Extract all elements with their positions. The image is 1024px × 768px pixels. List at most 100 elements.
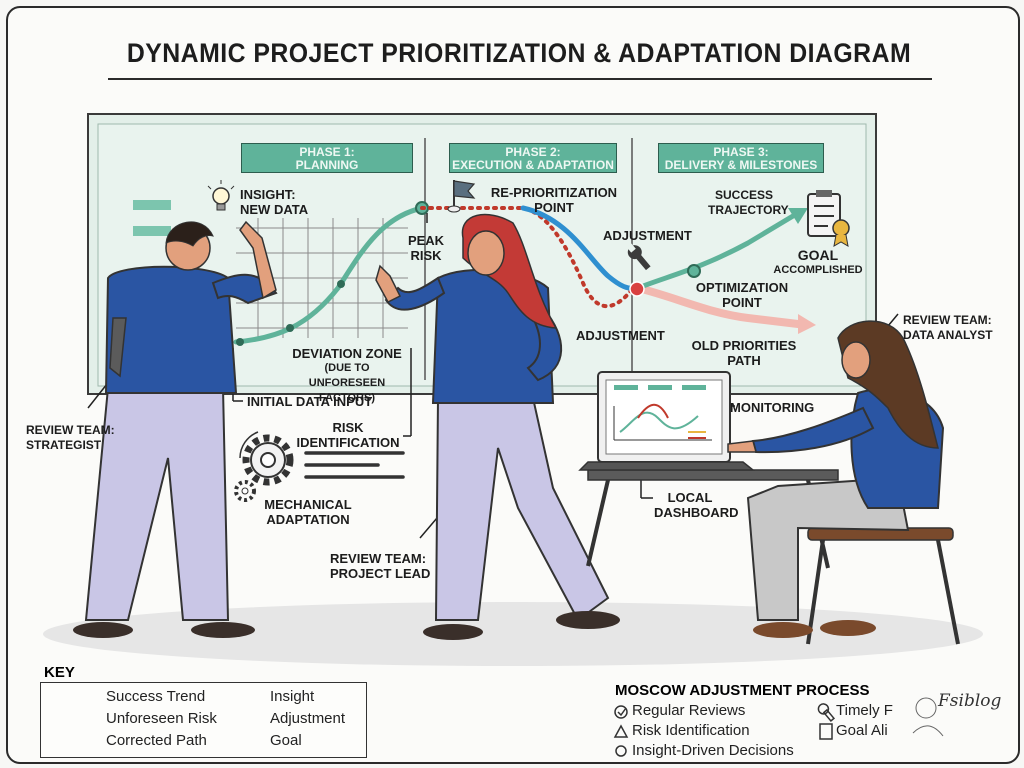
phase-3-header: PHASE 3: DELIVERY & MILESTONES <box>658 143 824 173</box>
moscow-wrench-icon <box>817 703 836 723</box>
mechanical-adaptation-label: MECHANICAL ADAPTATION <box>260 497 356 527</box>
reprioritization-line1: RE-PRIORITIZATION <box>490 185 618 200</box>
strategist-label-line2: STRATEGIST <box>26 438 102 452</box>
watermark-text: Fsiblog <box>938 691 1002 711</box>
insight-label-line1: INSIGHT: <box>240 187 296 202</box>
adjustment-bottom-label: ADJUSTMENT <box>576 328 665 343</box>
adjustment-top-label: ADJUSTMENT <box>603 228 692 243</box>
laptop <box>578 371 756 471</box>
data-analyst-figure <box>727 320 960 645</box>
wrench-icon <box>626 243 651 271</box>
success-trajectory-line2: TRAJECTORY <box>708 203 789 217</box>
mechanical-adaptation-line2: ADAPTATION <box>266 512 350 527</box>
peak-risk-line2: RISK <box>410 248 442 263</box>
mechanical-adaptation-line1: MECHANICAL <box>264 497 352 512</box>
phase-2-header: PHASE 2: EXECUTION & ADAPTATION <box>449 143 617 173</box>
title-underline <box>108 78 932 80</box>
optimization-point-label: OPTIMIZATION POINT <box>690 280 794 310</box>
moscow-insight-driven: Insight-Driven Decisions <box>632 742 794 759</box>
watermark-logo <box>912 697 944 737</box>
strategist-figure <box>73 220 278 638</box>
old-priorities-line2: PATH <box>727 353 761 368</box>
success-point <box>236 338 244 346</box>
key-unforeseen-risk: Unforeseen Risk <box>106 710 217 727</box>
key-legend-box <box>40 682 367 758</box>
phase-2-label: EXECUTION & ADAPTATION <box>452 158 614 172</box>
phase-2-number: PHASE 2: <box>505 145 561 159</box>
moscow-timely: Timely F <box>836 702 893 719</box>
data-analyst-line1: REVIEW TEAM: <box>903 313 992 327</box>
project-lead-label: REVIEW TEAM: PROJECT LEAD <box>330 551 430 581</box>
key-success-trend: Success Trend <box>106 688 206 705</box>
local-dashboard-line2: DASHBOARD <box>654 505 739 520</box>
text-lines-decoration <box>304 451 405 479</box>
key-insight: Insight <box>270 688 315 705</box>
goal-label-line1: GOAL <box>797 247 839 263</box>
gear-icon <box>239 431 294 486</box>
local-dashboard-label: LOCAL DASHBOARD <box>654 490 739 520</box>
optimization-line1: OPTIMIZATION <box>695 280 789 295</box>
moscow-title: MOSCOW ADJUSTMENT PROCESS <box>615 682 870 699</box>
peak-risk-line1: PEAK <box>407 233 445 248</box>
goal-label-line2: ACCOMPLISHED <box>773 264 863 276</box>
insight-label: INSIGHT: NEW DATA <box>240 187 308 217</box>
reprioritization-label: RE-PRIORITIZATION POINT <box>476 185 632 215</box>
phase-3-label: DELIVERY & MILESTONES <box>664 158 818 172</box>
board-accent-bar <box>133 200 171 210</box>
success-trend-line <box>233 205 425 345</box>
project-lead-line1: REVIEW TEAM: <box>330 551 427 566</box>
board-accent-bar <box>133 226 171 236</box>
strategist-label: REVIEW TEAM: STRATEGIST <box>26 423 115 453</box>
data-analyst-line2: DATA ANALYST <box>903 328 993 342</box>
strategist-label-line1: REVIEW TEAM: <box>26 423 115 437</box>
risk-identification-line2: IDENTIFICATION <box>296 435 400 450</box>
insight-label-line2: NEW DATA <box>240 202 309 217</box>
phase-1-header: PHASE 1: PLANNING <box>241 143 413 173</box>
old-priorities-arrow <box>798 314 816 334</box>
peak-risk-label: PEAK RISK <box>406 233 446 263</box>
moscow-triangle-icon <box>613 724 629 738</box>
moscow-goal-icon <box>819 723 833 740</box>
key-goal: Goal <box>270 732 302 749</box>
diagram-artwork <box>43 113 983 757</box>
old-priorities-label: OLD PRIORITIES PATH <box>684 338 804 368</box>
diagram-title: DYNAMIC PROJECT PRIORITIZATION & ADAPTAT… <box>126 38 912 68</box>
old-priorities-path <box>634 284 802 328</box>
phase-1-number: PHASE 1: <box>299 145 355 159</box>
reprioritization-line2: POINT <box>534 200 574 215</box>
key-adjustment: Adjustment <box>270 710 346 727</box>
moscow-risk-identification: Risk Identification <box>632 722 750 739</box>
success-trajectory-arrow <box>788 208 808 224</box>
old-priorities-line1: OLD PRIORITIES <box>691 338 797 353</box>
optimization-point <box>687 264 701 278</box>
lightbulb-icon <box>207 180 235 211</box>
moscow-goal-alignment: Goal Ali <box>836 722 888 739</box>
risk-identification-label: RISK IDENTIFICATION <box>294 420 402 450</box>
deviation-zone-line2: (DUE TO UNFORESEEN <box>308 362 386 389</box>
clipboard-goal-icon <box>807 190 850 247</box>
small-gear-icon <box>234 480 256 502</box>
moscow-regular-reviews: Regular Reviews <box>632 702 746 719</box>
project-lead-figure <box>375 213 620 640</box>
adjustment-point <box>629 281 645 297</box>
success-point <box>286 324 294 332</box>
moscow-lightbulb-icon <box>615 745 627 757</box>
goal-accomplished-label: GOAL ACCOMPLISHED <box>770 248 866 278</box>
phase-3-number: PHASE 3: <box>713 145 769 159</box>
local-dashboard-line1: LOCAL <box>667 490 713 505</box>
corrected-path-line <box>520 205 641 291</box>
deviation-zone-label: DEVIATION ZONE (DUE TO UNFORESEEN FACTOR… <box>285 346 409 406</box>
floor-shadow <box>43 602 983 666</box>
diagram-frame: DYNAMIC PROJECT PRIORITIZATION & ADAPTAT… <box>6 6 1020 764</box>
project-lead-line2: PROJECT LEAD <box>330 566 431 581</box>
flag-icon <box>447 180 476 213</box>
success-trajectory-label: SUCCESS TRAJECTORY <box>708 188 789 218</box>
deviation-zone-line3: FACTORS) <box>318 392 376 404</box>
success-point <box>337 280 345 288</box>
monitoring-label: MONITORING <box>730 400 815 415</box>
key-title: KEY <box>44 664 75 681</box>
phase-1-label: PLANNING <box>295 158 359 172</box>
unforeseen-risk-line <box>420 206 635 309</box>
deviation-zone-line1: DEVIATION ZONE <box>292 346 402 361</box>
risk-identification-line1: RISK <box>332 420 364 435</box>
